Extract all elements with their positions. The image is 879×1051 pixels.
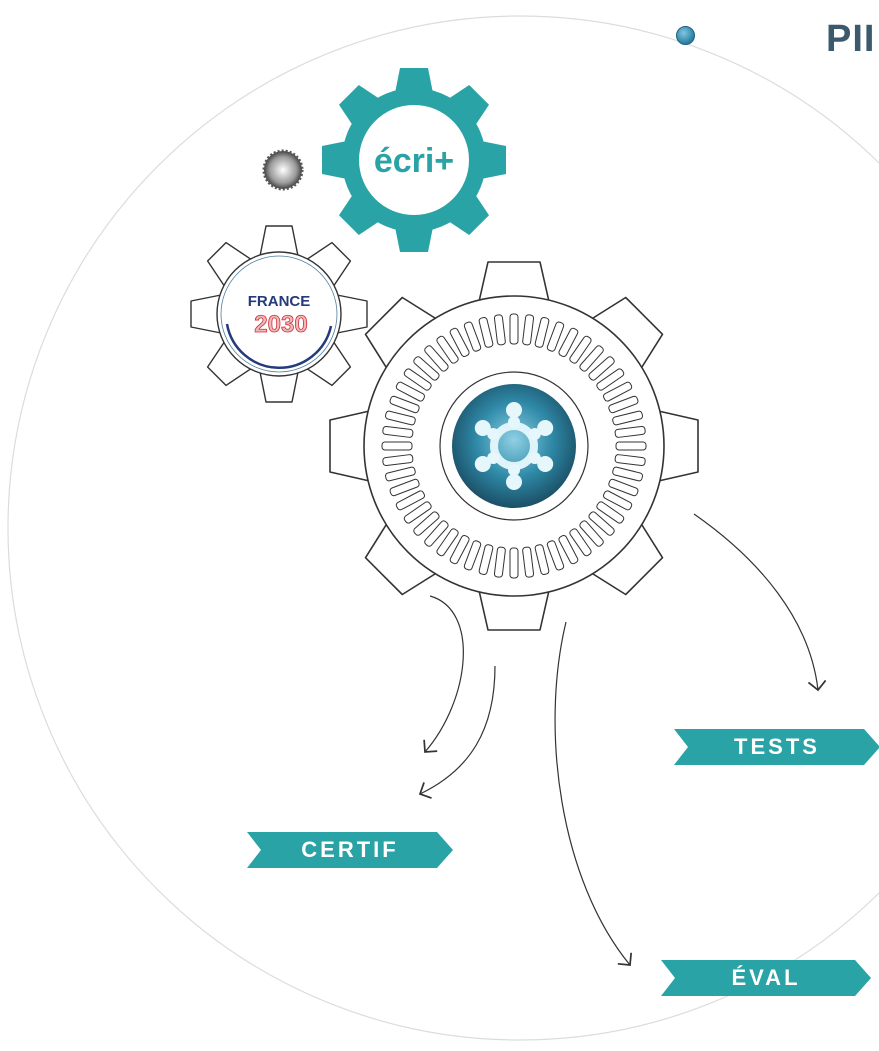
person-body-icon bbox=[487, 428, 500, 440]
person-body-icon bbox=[528, 428, 541, 440]
gear-slot bbox=[614, 454, 646, 467]
certif-label: CERTIF bbox=[301, 837, 399, 862]
gear-slot bbox=[558, 535, 579, 565]
gear-slot bbox=[463, 540, 482, 571]
gear-slot bbox=[413, 511, 440, 536]
person-icon bbox=[506, 402, 522, 418]
gear-slot bbox=[509, 313, 519, 345]
person-body-icon bbox=[508, 464, 520, 476]
gear-slot bbox=[608, 478, 639, 497]
gear-slot bbox=[389, 478, 420, 497]
gear-slot bbox=[546, 540, 565, 571]
tests-banner: TESTS bbox=[674, 729, 879, 765]
gear-slot bbox=[534, 544, 550, 575]
gear-tooth bbox=[339, 85, 385, 131]
eval-label: ÉVAL bbox=[731, 965, 801, 990]
ecri-gear bbox=[322, 68, 506, 252]
gear-tooth bbox=[443, 85, 489, 131]
gear-slot bbox=[436, 528, 459, 557]
gear-slot bbox=[608, 395, 639, 414]
tests-label: TESTS bbox=[734, 734, 820, 759]
gear-slot bbox=[579, 345, 604, 372]
gear-slot bbox=[403, 368, 432, 391]
gear-slot bbox=[522, 314, 535, 346]
title-bullet-icon bbox=[676, 26, 695, 45]
gear-slot bbox=[385, 410, 416, 426]
gear-slot bbox=[596, 368, 625, 391]
arrow-to-tests bbox=[693, 513, 827, 692]
gear-slot bbox=[413, 356, 440, 381]
france2030-gear bbox=[190, 225, 368, 403]
person-body-icon bbox=[487, 452, 500, 464]
background-circle bbox=[7, 15, 879, 1041]
gear-slot bbox=[493, 314, 506, 346]
gear-slot bbox=[588, 511, 615, 536]
gear-slot bbox=[546, 321, 565, 352]
gear-slot bbox=[612, 410, 643, 426]
gear-tooth bbox=[339, 189, 385, 235]
gear-slot bbox=[615, 441, 647, 451]
gear-slot bbox=[382, 454, 414, 467]
gear-slot bbox=[382, 425, 414, 438]
gear-slot bbox=[493, 546, 506, 578]
gear-slot bbox=[588, 356, 615, 381]
gear-slot bbox=[449, 535, 470, 565]
gear-slot bbox=[403, 501, 432, 524]
small-gear-icon bbox=[262, 149, 304, 191]
gear-slot bbox=[612, 466, 643, 482]
gear-slot bbox=[509, 547, 519, 579]
gear-slot bbox=[569, 528, 592, 557]
gear-slot bbox=[389, 395, 420, 414]
gear-slot bbox=[614, 425, 646, 438]
person-icon bbox=[537, 420, 554, 436]
gear-slot bbox=[534, 317, 550, 348]
gear-slot bbox=[478, 544, 494, 575]
certif-banner: CERTIF bbox=[247, 832, 453, 868]
ecri-logo-text: écri+ bbox=[374, 142, 454, 180]
gear-slot bbox=[395, 490, 425, 511]
person-icon bbox=[537, 456, 554, 472]
person-icon bbox=[506, 474, 522, 490]
gear-slot bbox=[395, 381, 425, 402]
person-body-icon bbox=[508, 416, 520, 428]
person-icon bbox=[474, 420, 491, 436]
gear-slot bbox=[463, 321, 482, 352]
gear-slot bbox=[385, 466, 416, 482]
central-gear bbox=[329, 261, 699, 631]
arrow-to-certif-1 bbox=[423, 595, 464, 753]
france2030-year: 2030 bbox=[254, 311, 307, 338]
gear-slot bbox=[424, 345, 449, 372]
arrow-to-certif-2 bbox=[418, 665, 496, 799]
gear-slot bbox=[603, 381, 633, 402]
page-title: PII bbox=[826, 18, 876, 60]
gear-slot bbox=[603, 490, 633, 511]
gear-slot bbox=[579, 520, 604, 547]
gear-slot bbox=[558, 327, 579, 357]
eval-banner: ÉVAL bbox=[661, 960, 871, 996]
gear-slot bbox=[436, 335, 459, 364]
gear-slot bbox=[596, 501, 625, 524]
gear-slot bbox=[569, 335, 592, 364]
person-icon bbox=[474, 456, 491, 472]
gear-slot bbox=[522, 546, 535, 578]
arrow-to-eval bbox=[554, 621, 633, 966]
gear-slot bbox=[478, 317, 494, 348]
france2030-label: FRANCE bbox=[248, 293, 311, 310]
gear-tooth bbox=[443, 189, 489, 235]
gear-slot bbox=[449, 327, 470, 357]
person-body-icon bbox=[528, 452, 541, 464]
team-network-icon bbox=[474, 402, 554, 490]
gear-slot bbox=[424, 520, 449, 547]
gear-slot bbox=[381, 441, 413, 451]
